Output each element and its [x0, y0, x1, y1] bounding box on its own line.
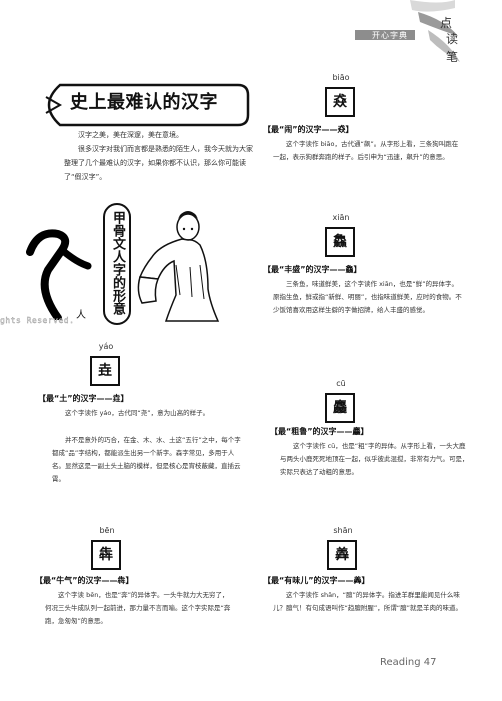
entry-heading: 【最“闹”的汉字——猋】 — [263, 125, 354, 134]
entry-glyph-box: 麤 — [325, 393, 355, 423]
ren-caption: 人 — [76, 310, 86, 321]
entry-glyph: 猋 — [333, 94, 347, 110]
corner-char-2: 读 — [446, 32, 459, 46]
entry-heading: 【最“有味儿”的汉字——羴】 — [263, 576, 370, 585]
entry-pinyin: cū — [336, 379, 346, 388]
entry-body-2: 并不是意外的巧合，在金、木、水、土这“五行”之中，每个字都成“品”字结构，都能派… — [52, 436, 241, 483]
intro-paragraph-2: 很多汉字对我们而言都是熟悉的陌生人，我今天就为大家整理了几个最难认的汉字，如果你… — [64, 145, 253, 181]
vertical-label-box: 甲骨文人字的形意 — [103, 203, 131, 325]
entry-body: 这个字读作 cū，也是“粗”字的异体。从字形上看，一头大鹿与两头小鹿死死地顶在一… — [280, 442, 469, 476]
scholar-figure — [137, 211, 220, 322]
entry-glyph: 垚 — [98, 363, 112, 379]
vertical-label: 甲骨文人字的形意 — [110, 211, 125, 315]
page-title: 史上最难认的汉字 — [70, 92, 218, 113]
entry-body: 这个字读作 shān，“膻”的异体字。指进羊群里能闻见什么味儿？膻气！有句成语叫… — [273, 591, 462, 612]
entry-pinyin: biāo — [332, 73, 350, 82]
intro-text: 汉字之美，美在深邃，美在意境。 很多汉字对我们而言都是熟悉的陌生人，我今天就为大… — [64, 128, 254, 184]
entry-pinyin: bēn — [99, 526, 115, 535]
entry-glyph-box: 鱻 — [325, 227, 355, 257]
entry-glyph-box: 垚 — [90, 356, 120, 386]
corner-char-3: 笔 — [446, 50, 459, 64]
fish-decoration-icon — [410, 0, 460, 62]
page-footer: Reading 47 — [380, 657, 437, 668]
entry-body: 三条鱼，味道鲜美，这个字读作 xiān，也是“鲜”的异体字。原指生鱼，鲜或指“新… — [273, 280, 462, 314]
corner-char-1: 点 — [440, 16, 453, 30]
entry-body: 这个字读作 biāo，古代通“飙”。从字形上看，三条狗叫跑在一起，表示狗群奔跑的… — [273, 140, 459, 161]
entry-glyph: 犇 — [99, 547, 113, 563]
entry-pinyin: shān — [333, 526, 353, 535]
entry-body-1: 这个字读作 yáo，古代同“尧”，意为山高的样子。 — [65, 409, 210, 417]
oracle-bone-ren-glyph — [26, 229, 92, 320]
entry-heading: 【最“牛气”的汉字——犇】 — [35, 576, 134, 585]
entry-body: 这个字读 bēn，也是“奔”的异体字。一头牛就力大无穷了，何况三头牛成队列一起前… — [45, 591, 231, 625]
entry-heading: 【最“丰盛”的汉字——鱻】 — [263, 265, 362, 274]
entry-glyph: 麤 — [333, 400, 347, 416]
column-tag: 开心字典 — [372, 31, 408, 40]
entry-glyph-box: 羴 — [327, 540, 357, 570]
entry-pinyin: xiān — [332, 213, 350, 222]
entry-heading: 【最“粗鲁”的汉字——麤】 — [270, 427, 369, 436]
column-tag-band — [355, 30, 415, 40]
entry-glyph-box: 猋 — [325, 87, 355, 117]
entry-glyph: 羴 — [335, 547, 349, 563]
title-banner — [45, 83, 250, 127]
entry-heading: 【最“土”的汉字——垚】 — [38, 394, 129, 403]
entry-pinyin: yáo — [98, 342, 114, 351]
intro-paragraph-1: 汉字之美，美在深邃，美在意境。 — [78, 131, 183, 139]
entry-glyph-box: 犇 — [91, 540, 121, 570]
entry-glyph: 鱻 — [333, 234, 347, 250]
watermark: ghts Reserved. — [0, 316, 75, 325]
